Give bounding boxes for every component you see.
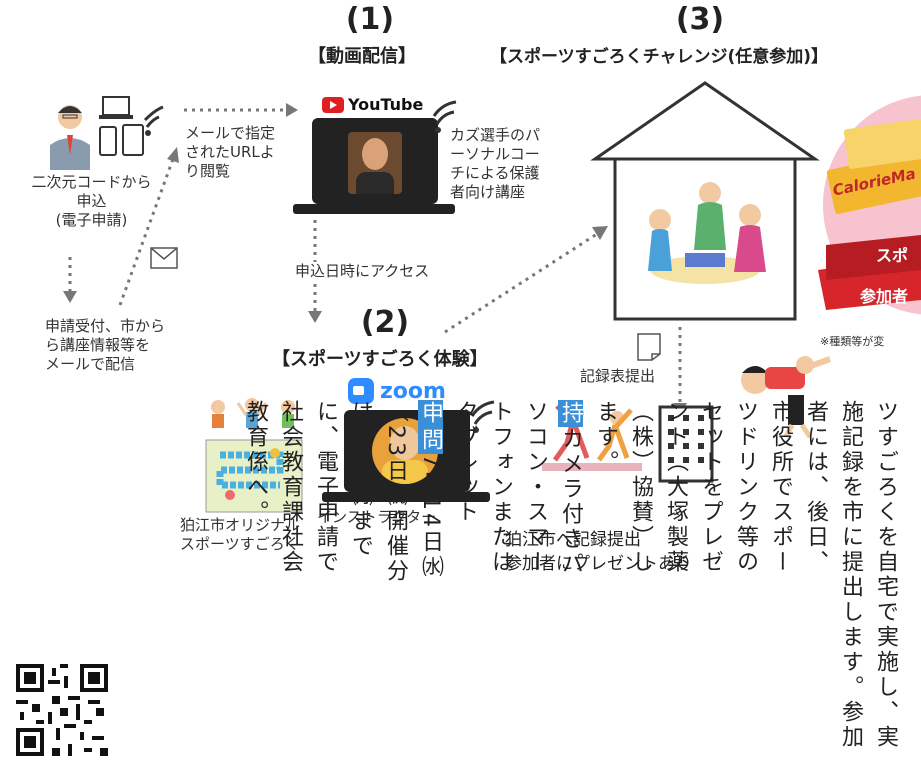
original-game-label: 狛江市オリジナル スポーツすごろく bbox=[180, 516, 301, 553]
body-column-line: タブレット bbox=[453, 400, 478, 525]
receipt-label: 申請受付、市から ら講座情報等を メールで配信 bbox=[45, 317, 166, 373]
body-column-5: セットをプレゼ bbox=[693, 400, 728, 768]
wifi-icon-2 bbox=[470, 400, 495, 433]
body-column-line: （23日㈷開催分 bbox=[383, 400, 408, 584]
arrow-to-house bbox=[444, 226, 608, 334]
body-text-columns: ツすごろくを自宅で実施し、実施記録を市に提出します。参加者には、後日、市役所でス… bbox=[238, 400, 903, 768]
body-column-4: ツドリンク等の bbox=[728, 400, 763, 768]
product-fragment-1: スポ bbox=[876, 246, 909, 265]
youtube-play-icon bbox=[322, 96, 344, 113]
note-fragment: ※種類等が変 bbox=[820, 335, 885, 348]
body-column-11: トフォンまたは bbox=[483, 400, 518, 768]
body-column-13: 申問7月14日㈬ bbox=[413, 400, 448, 768]
body-column-line: は19日㈪まで bbox=[348, 400, 373, 559]
body-column-line: ソコン・スマー bbox=[523, 400, 548, 575]
zoom-label: zoom bbox=[380, 378, 446, 404]
family-playing-illustration bbox=[648, 182, 766, 284]
body-column-line: に、電子申請で bbox=[313, 400, 338, 575]
body-column-text: ツすごろくを自宅で実施し、実施記録を市に提出します。参加者には、後日、市役所でス… bbox=[238, 400, 903, 768]
body-column-1: 施記録を市に提出します。参加 bbox=[833, 400, 868, 768]
instructor-label: インストラクター bbox=[317, 508, 437, 526]
qr-code-icon bbox=[12, 660, 112, 760]
body-badge: 持 bbox=[558, 400, 583, 427]
body-column-10: ソコン・スマー bbox=[518, 400, 553, 768]
youtube-logo: YouTube bbox=[322, 95, 423, 114]
arrow-up-email bbox=[118, 147, 179, 306]
body-column-line: ツすごろくを自宅で実施し、実 bbox=[873, 400, 898, 750]
wifi-icon bbox=[432, 100, 457, 133]
body-column-3: 市役所でスポー bbox=[763, 400, 798, 768]
body-column-15: は19日㈪まで bbox=[343, 400, 378, 768]
kids-illustration bbox=[205, 398, 303, 513]
youtube-laptop-screen bbox=[312, 118, 438, 204]
apply-label: 二次元コードから 申込 (電子申請) bbox=[31, 173, 152, 229]
body-column-line: 市役所でスポー bbox=[768, 400, 793, 575]
body-column-0: ツすごろくを自宅で実施し、実 bbox=[868, 400, 903, 768]
body-column-7: （株）協賛）し bbox=[623, 400, 658, 768]
arrow-down-apply bbox=[63, 257, 77, 303]
body-column-9: 持カメラ付きパ bbox=[553, 400, 588, 768]
body-column-8: ます。 bbox=[588, 400, 623, 768]
zoom-laptop-base bbox=[322, 492, 490, 502]
zoom-camera-icon bbox=[348, 378, 374, 404]
step3-number: (3) bbox=[675, 2, 725, 37]
body-column-line: 7月14日㈬ bbox=[418, 454, 443, 580]
body-column-16: に、電子申請で bbox=[308, 400, 343, 768]
body-column-12: タブレット bbox=[448, 400, 483, 768]
applicant-person-icon bbox=[50, 96, 164, 170]
product-present-circle bbox=[818, 95, 921, 315]
record-submit-label: 記録表提出 bbox=[580, 367, 656, 385]
body-column-line: 者には、後日、 bbox=[803, 400, 828, 575]
body-column-line: 教育係へ。 bbox=[243, 400, 268, 525]
submit-city-label: 狛江市へ記録提出 参加者にプレゼントあり bbox=[505, 530, 692, 574]
step2-number: (2) bbox=[360, 305, 410, 340]
body-column-line: 社会教育課社会 bbox=[278, 400, 303, 575]
step3-title: 【スポーツすごろくチャレンジ(任意参加)】 bbox=[490, 47, 829, 67]
step2-title: 【スポーツすごろく体験】 bbox=[272, 349, 488, 370]
kid-exercise-illustration bbox=[741, 356, 832, 439]
email-url-label: メールで指定 されたURLよ り閲覧 bbox=[185, 124, 276, 180]
body-column-17: 社会教育課社会 bbox=[273, 400, 308, 768]
body-column-line: セットをプレゼ bbox=[698, 400, 723, 575]
access-label: 申込日時にアクセス bbox=[292, 262, 433, 281]
city-hall-building-icon bbox=[658, 405, 714, 483]
arrow-to-youtube bbox=[184, 103, 298, 117]
body-column-14: （23日㈷開催分 bbox=[378, 400, 413, 768]
step1-title: 【動画配信】 bbox=[308, 46, 416, 67]
body-column-line: カメラ付きパ bbox=[558, 427, 583, 577]
body-column-line: ント（大塚製薬 bbox=[663, 400, 688, 575]
coach-video-thumbnail bbox=[348, 132, 402, 194]
envelope-icon bbox=[150, 247, 178, 269]
record-sheet-icon bbox=[637, 333, 661, 361]
arrow-down-access bbox=[308, 220, 322, 323]
body-column-18: 教育係へ。 bbox=[238, 400, 273, 768]
body-column-line: 施記録を市に提出します。参加 bbox=[838, 400, 863, 750]
body-badge: 問 bbox=[418, 427, 443, 454]
body-column-line: （株）協賛）し bbox=[628, 400, 653, 575]
body-column-line: ます。 bbox=[593, 400, 618, 475]
zoom-logo: zoom bbox=[348, 378, 446, 404]
youtube-laptop-base bbox=[293, 204, 455, 214]
step1-number: (1) bbox=[345, 2, 395, 37]
body-column-line: トフォンまたは bbox=[488, 400, 513, 575]
youtube-label: YouTube bbox=[348, 95, 424, 114]
body-badge: 申 bbox=[418, 400, 443, 427]
product-fragment-2: 参加者 bbox=[860, 287, 909, 306]
body-column-line: ツドリンク等の bbox=[733, 400, 758, 575]
coach-label: カズ選手のパ ーソナルコー チによる保護 者向け講座 bbox=[450, 126, 541, 201]
body-column-2: 者には、後日、 bbox=[798, 400, 833, 768]
body-column-6: ント（大塚製薬 bbox=[658, 400, 693, 768]
